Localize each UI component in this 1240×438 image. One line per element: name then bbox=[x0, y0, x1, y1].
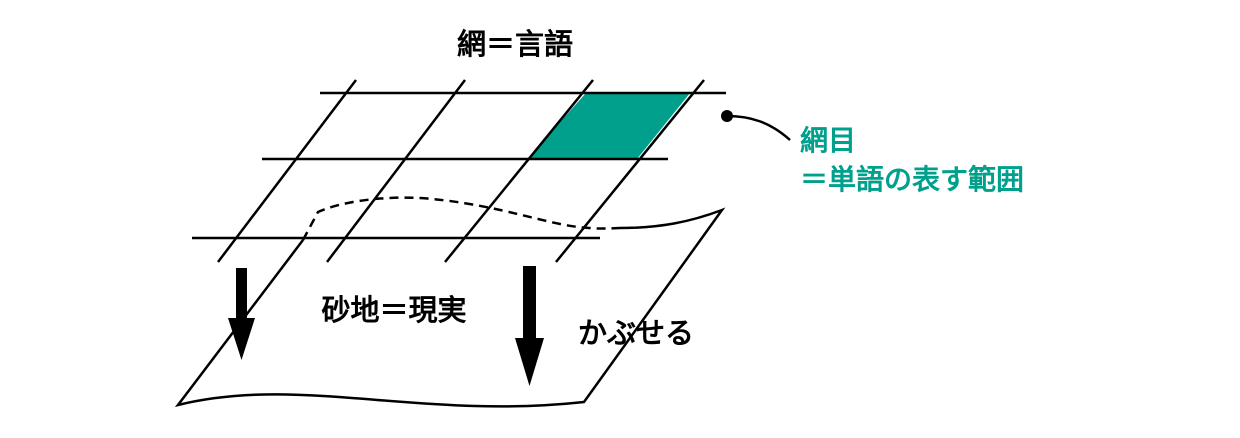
ground-sheet bbox=[174, 196, 726, 408]
callout-leader-line bbox=[726, 114, 791, 141]
net-line-diagonal-4 bbox=[555, 79, 705, 263]
ground-label: 砂地＝現実 bbox=[321, 293, 466, 327]
ground-sheet-hidden-edge bbox=[301, 196, 621, 241]
cover-label: かぶせる bbox=[578, 316, 694, 350]
net-grid bbox=[192, 79, 726, 263]
ground-sheet-solid-outline bbox=[174, 207, 726, 408]
highlighted-mesh-cell bbox=[527, 93, 690, 159]
net-line-diagonal-3 bbox=[444, 79, 594, 263]
net-line-diagonal-2 bbox=[326, 79, 466, 263]
mesh-label-line2: ＝単語の表す範囲 bbox=[800, 163, 1024, 196]
down-arrow-right bbox=[515, 266, 544, 386]
mesh-label-line1: 網目 bbox=[800, 124, 856, 157]
down-arrow-left bbox=[228, 268, 255, 360]
net-label: 網＝言語 bbox=[457, 27, 573, 61]
net-line-diagonal-1 bbox=[217, 79, 357, 263]
